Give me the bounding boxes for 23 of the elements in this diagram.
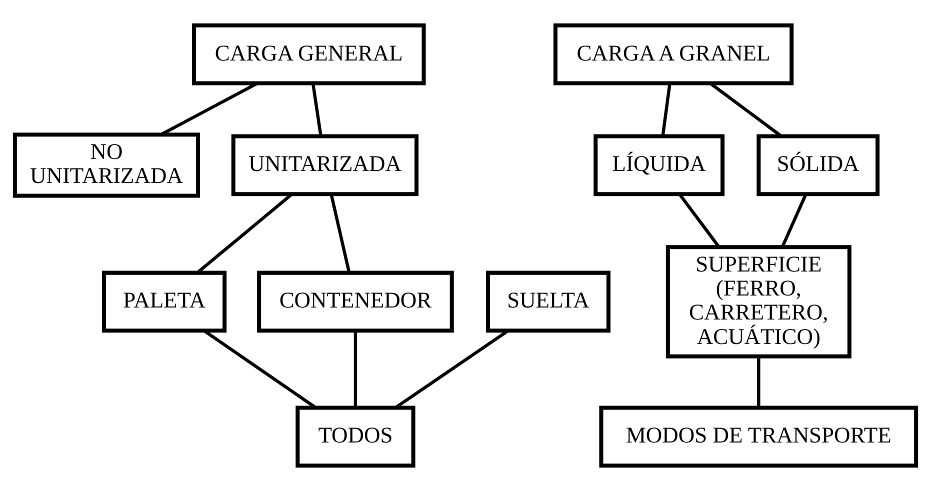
node-box: UNITARIZADA bbox=[231, 134, 419, 196]
node-box: MODOS DE TRANSPORTE bbox=[599, 406, 918, 468]
node-box: CONTENEDOR bbox=[257, 270, 454, 333]
connector bbox=[311, 83, 322, 136]
node-box: SÓLIDA bbox=[756, 134, 880, 196]
node-box: CARGA GENERAL bbox=[192, 23, 426, 86]
connector bbox=[661, 83, 672, 136]
connector bbox=[678, 193, 720, 248]
node-box: NO UNITARIZADA bbox=[12, 132, 200, 198]
node-box: PALETA bbox=[102, 270, 227, 333]
connector bbox=[394, 330, 509, 409]
node-box: CARGA A GRANEL bbox=[553, 23, 794, 86]
node-box: SUELTA bbox=[486, 270, 610, 333]
node-box: SUPERFICIE (FERRO, CARRETERO, ACUÁTICO) bbox=[666, 245, 852, 358]
connector bbox=[781, 194, 808, 248]
node-box: TODOS bbox=[296, 406, 416, 468]
connector bbox=[203, 330, 316, 409]
connector bbox=[354, 331, 358, 408]
connector bbox=[757, 356, 760, 408]
connector bbox=[330, 194, 351, 273]
connector bbox=[196, 193, 293, 274]
node-box: LÍQUIDA bbox=[594, 134, 725, 196]
connector bbox=[710, 82, 782, 138]
